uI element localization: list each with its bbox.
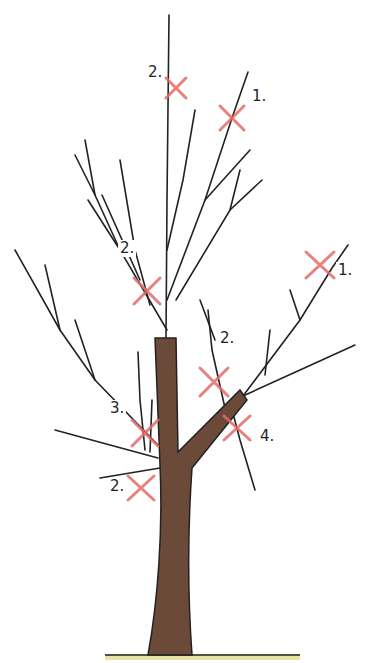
callout-number: 1. — [250, 88, 268, 105]
callout-number: 2. — [118, 240, 136, 257]
callout-number: 2. — [146, 64, 164, 81]
cut-marks — [128, 78, 334, 500]
callout-number: 2. — [108, 478, 126, 495]
ground-line — [105, 654, 300, 656]
trunk — [148, 338, 247, 655]
branches — [15, 15, 355, 490]
callout-number: 3. — [108, 400, 126, 417]
callout-number: 2. — [218, 330, 236, 347]
callout-number: 1. — [336, 262, 354, 279]
callout-number: 4. — [258, 428, 276, 445]
ground — [105, 654, 300, 660]
